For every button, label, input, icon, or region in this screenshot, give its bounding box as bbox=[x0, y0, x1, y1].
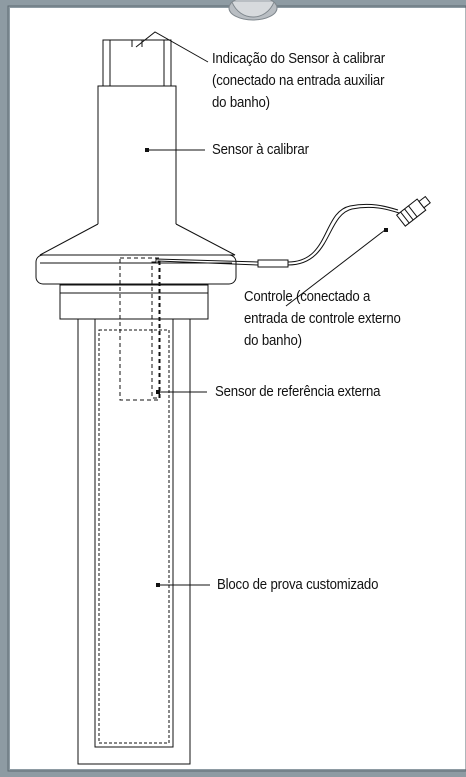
sensor-well-dashed bbox=[119, 257, 160, 401]
control-connector-icon bbox=[395, 195, 431, 227]
label-line: do banho) bbox=[212, 94, 270, 111]
sensor-indicator-tip bbox=[102, 39, 172, 87]
label-sensor-to-calibrate: Sensor à calibrar bbox=[212, 139, 309, 161]
control-cable bbox=[257, 203, 400, 268]
reference-sensor-probe bbox=[151, 258, 259, 399]
label-line: (conectado na entrada auxiliar bbox=[212, 72, 385, 89]
marker-reference-sensor bbox=[156, 390, 160, 394]
bath-lid bbox=[35, 254, 237, 285]
label-line: entrada de controle externo bbox=[244, 310, 401, 327]
label-sensor-indication: Indicação do Sensor à calibrar (conectad… bbox=[212, 48, 385, 114]
marker-control bbox=[384, 228, 388, 232]
label-line: do banho) bbox=[244, 332, 302, 349]
label-line: Controle (conectado a bbox=[244, 288, 371, 305]
leader-sensor-indication bbox=[135, 31, 209, 63]
custom-test-block bbox=[77, 318, 191, 765]
label-control: Controle (conectado a entrada de control… bbox=[244, 286, 401, 352]
marker-sensor-body bbox=[145, 148, 149, 152]
binder-clip-icon bbox=[228, 0, 278, 21]
label-line: Indicação do Sensor à calibrar bbox=[212, 50, 386, 67]
frame-bottom-bar bbox=[0, 769, 466, 777]
label-line: Bloco de prova customizado bbox=[217, 576, 379, 593]
label-line: Sensor de referência externa bbox=[215, 383, 381, 400]
label-line: Sensor à calibrar bbox=[212, 141, 309, 158]
label-reference-sensor: Sensor de referência externa bbox=[215, 381, 380, 403]
marker-custom-block bbox=[156, 583, 160, 587]
leader-control bbox=[285, 229, 386, 307]
frame-left-bar bbox=[0, 0, 10, 777]
label-custom-block: Bloco de prova customizado bbox=[217, 574, 378, 596]
bath-collar bbox=[59, 284, 209, 320]
sensor-body bbox=[39, 85, 236, 256]
